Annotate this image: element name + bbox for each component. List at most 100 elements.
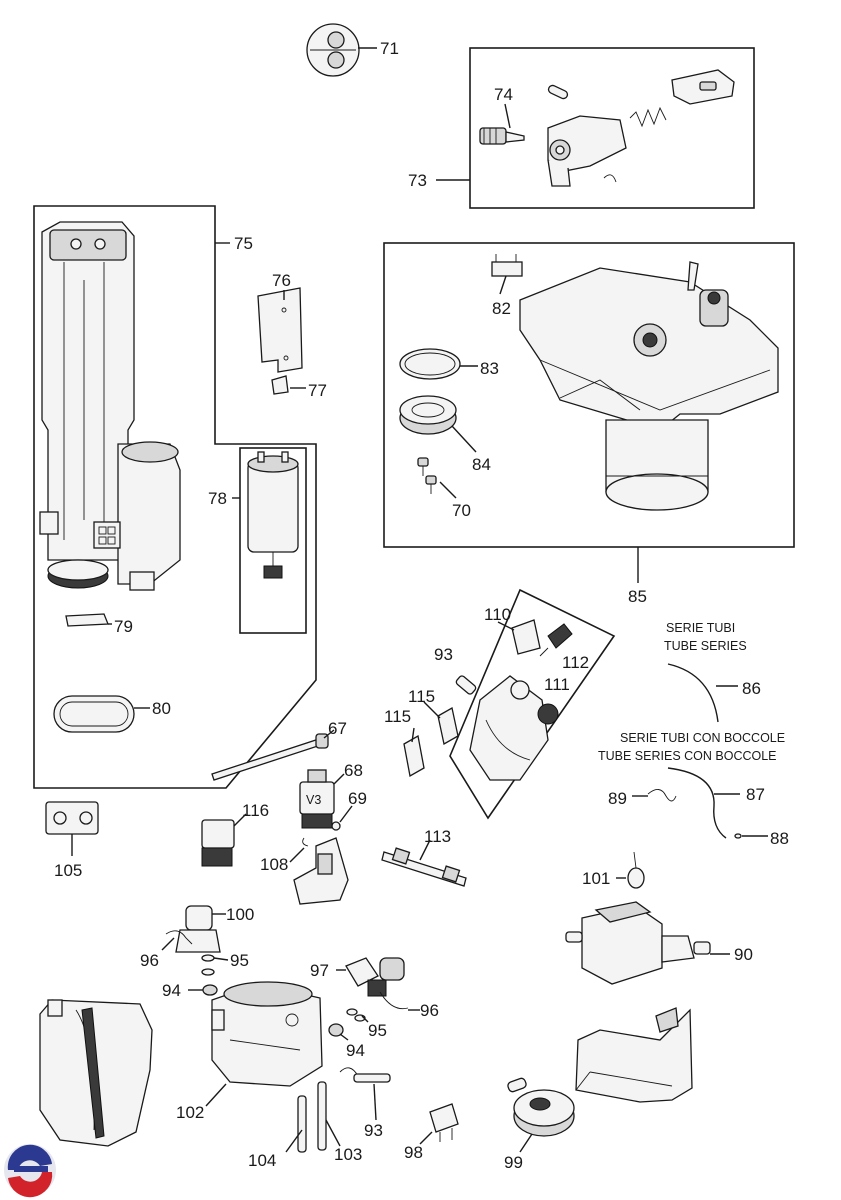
sleeve-88-part — [734, 833, 768, 839]
motor-part — [247, 451, 299, 579]
grinder-housing-part — [39, 221, 181, 591]
pump-part — [565, 901, 730, 985]
label-93-top: 93 — [434, 645, 453, 664]
connector-105-part — [45, 801, 99, 856]
label-73: 73 — [408, 171, 427, 190]
label-112: 112 — [562, 653, 589, 672]
label-86: 86 — [742, 679, 761, 698]
filter-disc-part — [399, 395, 477, 453]
clip-89-part — [632, 789, 677, 802]
label-97: 97 — [310, 961, 329, 980]
boiler-102-part — [205, 981, 323, 1107]
valve-100-part — [175, 905, 226, 953]
valve-marking: V3 — [306, 793, 321, 807]
brewing-unit-part — [519, 261, 779, 511]
label-75: 75 — [234, 234, 253, 253]
caption-tube-series-it: SERIE TUBI — [666, 621, 735, 635]
label-99: 99 — [504, 1153, 523, 1172]
cam-disc-part — [306, 23, 377, 77]
pipe-113-part — [381, 839, 467, 887]
label-69: 69 — [348, 789, 367, 808]
label-78: 78 — [208, 489, 227, 508]
washer-69-part — [331, 805, 353, 831]
label-89: 89 — [608, 789, 627, 808]
label-102: 102 — [176, 1103, 204, 1122]
label-70: 70 — [452, 501, 471, 520]
label-94-left: 94 — [162, 981, 181, 1000]
label-95-left: 95 — [230, 951, 249, 970]
pin-96-part — [161, 930, 193, 951]
probe-93-part — [339, 1067, 391, 1121]
drive-belt-part — [53, 695, 150, 733]
bracket-108-part — [289, 837, 349, 905]
label-82: 82 — [492, 299, 511, 318]
label-95-right: 95 — [368, 1021, 387, 1040]
label-68: 68 — [344, 761, 363, 780]
label-93-bottom: 93 — [364, 1121, 383, 1140]
label-79: 79 — [114, 617, 133, 636]
label-88: 88 — [770, 829, 789, 848]
label-115-lower: 115 — [384, 707, 411, 726]
label-77: 77 — [308, 381, 327, 400]
caption-tube-series-en: TUBE SERIES — [664, 639, 747, 653]
label-110: 110 — [484, 605, 511, 624]
group-box-85 — [383, 242, 795, 583]
solenoid-valve-68-part: V3 — [299, 769, 345, 829]
seal-94-part — [188, 984, 218, 996]
pad-part — [65, 613, 112, 627]
label-103: 103 — [334, 1145, 362, 1164]
label-67: 67 — [328, 719, 347, 738]
washer-95-part — [201, 954, 229, 976]
tube-86-part — [667, 663, 738, 723]
label-83: 83 — [480, 359, 499, 378]
gasket-plate-part — [257, 287, 303, 373]
label-90: 90 — [734, 945, 753, 964]
label-100: 100 — [226, 905, 254, 924]
caption-tube-series-sleeves-it: SERIE TUBI CON BOCCOLE — [620, 731, 785, 745]
valve-group-parts — [403, 619, 573, 781]
label-87: 87 — [746, 785, 765, 804]
label-76: 76 — [272, 271, 291, 290]
group-box-78 — [232, 447, 307, 634]
solenoid-valve-116-part — [201, 813, 247, 867]
group-box-valve-assembly — [449, 588, 616, 820]
rods-103-104-part — [285, 1081, 341, 1153]
group-box-73 — [436, 47, 755, 209]
screws-part — [417, 457, 457, 499]
o-ring-part — [399, 348, 478, 380]
frame-support-part — [575, 1007, 693, 1103]
tube-87-part — [667, 767, 740, 839]
brand-logo — [4, 1144, 56, 1198]
cap-101-part — [616, 851, 645, 889]
group-box-75 — [33, 205, 317, 789]
label-96-right: 96 — [420, 1001, 439, 1020]
label-113: 113 — [424, 827, 451, 846]
seal-94b-part — [328, 1023, 349, 1041]
label-105: 105 — [54, 861, 82, 880]
label-84: 84 — [472, 455, 491, 474]
lever-assembly-part — [479, 69, 735, 187]
microswitch-82-part — [491, 254, 523, 295]
label-104: 104 — [248, 1151, 276, 1170]
flowmeter-99-part — [507, 1077, 575, 1153]
caption-tube-series-sleeves-en: TUBE SERIES CON BOCCOLE — [598, 749, 777, 763]
label-80: 80 — [152, 699, 171, 718]
microswitch-98-part — [419, 1103, 459, 1145]
label-111: 111 — [544, 675, 570, 694]
label-115-upper: 115 — [408, 687, 435, 706]
label-101: 101 — [582, 869, 610, 888]
label-96-left: 96 — [140, 951, 159, 970]
rod-67-part — [211, 729, 335, 781]
label-98: 98 — [404, 1143, 423, 1162]
water-tank-housing-part — [39, 999, 153, 1147]
label-108: 108 — [260, 855, 288, 874]
label-71: 71 — [380, 39, 399, 58]
washer-95b-part — [346, 1008, 369, 1023]
label-116: 116 — [242, 801, 269, 820]
label-94-right: 94 — [346, 1041, 365, 1060]
valve-97-part — [336, 957, 409, 1010]
clip-part — [271, 375, 306, 395]
label-85: 85 — [628, 587, 647, 606]
label-74: 74 — [494, 85, 513, 104]
